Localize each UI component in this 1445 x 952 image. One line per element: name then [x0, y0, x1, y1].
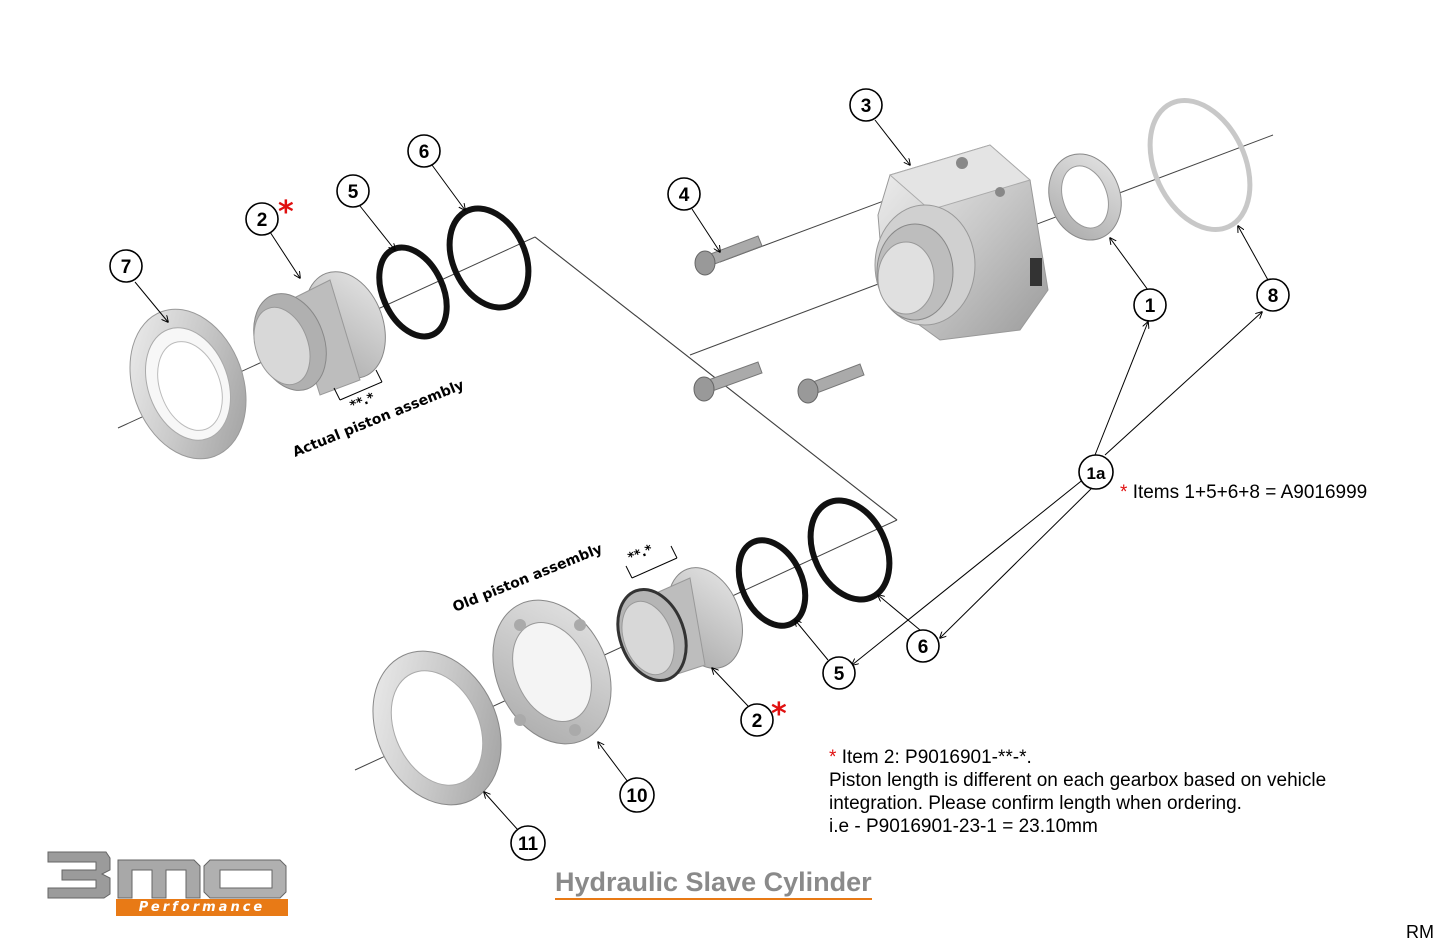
- callout-10: 10: [619, 777, 655, 813]
- leader-lines: [134, 119, 1269, 831]
- bearing-10: [492, 599, 612, 745]
- piston-2-bottom: [616, 567, 743, 683]
- seal-1: [1048, 153, 1122, 241]
- svg-text:2: 2: [257, 210, 268, 231]
- item2-note-line1: Item 2: P9016901-**-*.: [841, 747, 1032, 768]
- bolt-b: [797, 363, 865, 404]
- seal-11: [372, 650, 502, 806]
- item2-note-line4: i.e - P9016901-23-1 = 23.10mm: [829, 816, 1098, 837]
- svg-text:11: 11: [518, 834, 539, 855]
- callout-6-top: 6: [407, 134, 441, 168]
- o-ring-5-bottom: [735, 537, 809, 629]
- callout-1: 1: [1133, 288, 1167, 322]
- svg-text:5: 5: [834, 664, 845, 685]
- kit-note-star: *: [1120, 482, 1128, 503]
- svg-text:4: 4: [679, 185, 690, 206]
- piston-2-top: [253, 271, 386, 396]
- svg-text:1a: 1a: [1087, 464, 1106, 483]
- seal-ring-7: [129, 308, 247, 460]
- svg-text:6: 6: [918, 637, 929, 658]
- callout-3: 3: [849, 88, 883, 122]
- svg-text:6: 6: [419, 142, 430, 163]
- dim-label-bottom: **.*: [626, 542, 655, 565]
- callout-7: 7: [109, 249, 143, 283]
- star-2-bottom: *: [771, 697, 787, 732]
- star-2-top: *: [278, 195, 294, 230]
- housing-3: [874, 144, 1049, 341]
- bolt-a: [693, 361, 763, 402]
- item2-note-line2: Piston length is different on each gearb…: [829, 770, 1327, 791]
- svg-text:2: 2: [752, 711, 763, 732]
- callout-2-top: 2 *: [245, 195, 294, 236]
- kit-note: * Items 1+5+6+8 = A9016999: [1120, 481, 1367, 504]
- svg-text:7: 7: [121, 257, 132, 278]
- svg-text:3: 3: [861, 96, 872, 117]
- callout-1a: 1a: [1078, 454, 1114, 490]
- revision-mark: RM: [1406, 922, 1434, 942]
- svg-text:8: 8: [1268, 286, 1279, 307]
- o-ring-6-top: [446, 205, 532, 311]
- svg-text:10: 10: [626, 786, 647, 807]
- actual-assembly-label: Actual piston assembly: [291, 377, 467, 461]
- bolt-4: [694, 235, 763, 276]
- callout-8: 8: [1256, 278, 1290, 312]
- item2-note-star: *: [829, 747, 837, 768]
- svg-text:5: 5: [348, 182, 359, 203]
- ring-8: [1147, 98, 1253, 232]
- o-ring-6-bottom: [807, 497, 893, 603]
- callout-6-bottom: 6: [906, 629, 940, 663]
- callout-5-top: 5: [336, 174, 370, 208]
- kit-note-text: Items 1+5+6+8 = A9016999: [1132, 482, 1368, 503]
- logo-tagline: Performance: [116, 899, 288, 916]
- brand-logo: Performance: [44, 848, 290, 918]
- callout-2-bottom: 2 *: [740, 697, 787, 737]
- callout-11: 11: [510, 825, 546, 861]
- callout-4: 4: [667, 177, 701, 211]
- dim-label-top: **.*: [348, 390, 377, 413]
- item2-note-line3: integration. Please confirm length when …: [829, 793, 1242, 814]
- item2-note: * Item 2: P9016901-**-*. Piston length i…: [829, 746, 1326, 838]
- svg-text:1: 1: [1145, 296, 1156, 317]
- logo-mark: [47, 851, 287, 899]
- page-title: Hydraulic Slave Cylinder: [555, 866, 872, 900]
- callout-5-bottom: 5: [822, 656, 856, 690]
